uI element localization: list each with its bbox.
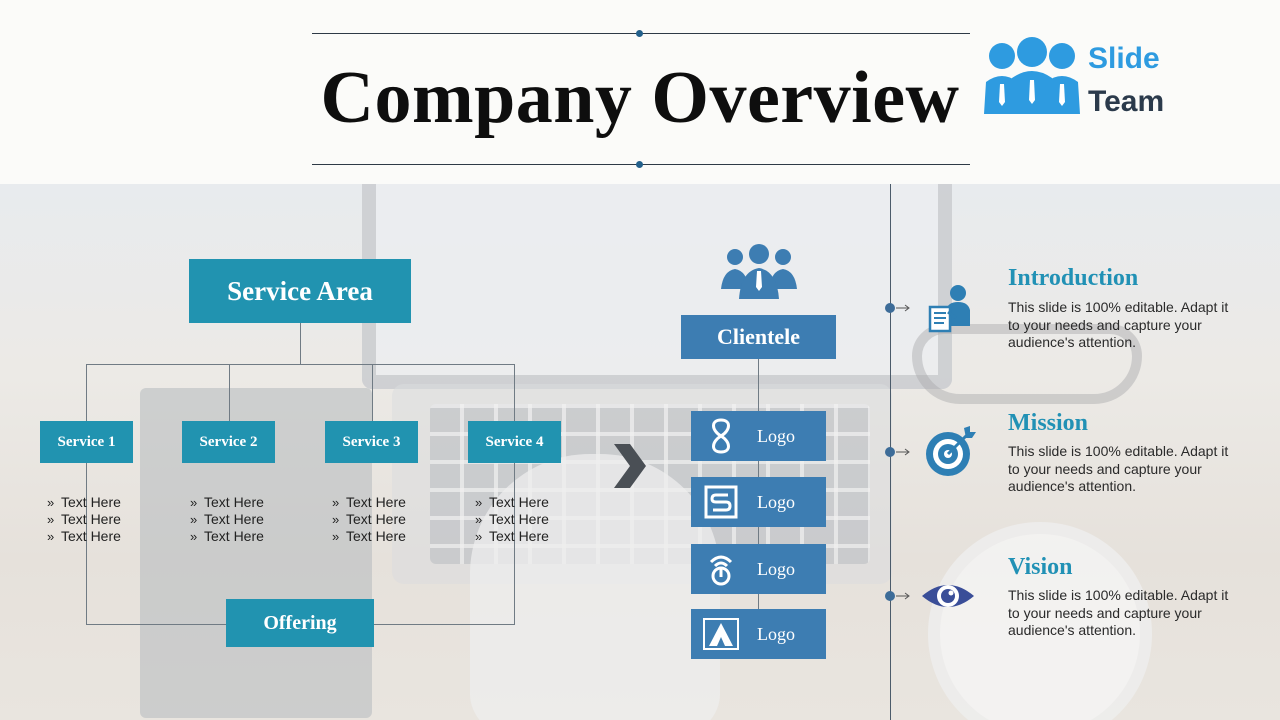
list-item: »Text Here <box>47 511 121 527</box>
list-item: »Text Here <box>475 511 549 527</box>
list-item: »Text Here <box>47 494 121 510</box>
service-1-bullets: »Text Here »Text Here »Text Here <box>44 494 121 545</box>
service-area-box[interactable]: Service Area <box>189 259 411 323</box>
list-item: »Text Here <box>332 511 406 527</box>
logo-item-1[interactable]: Logo <box>691 411 826 461</box>
title-top-rule <box>312 30 970 37</box>
s-square-icon <box>691 477 751 527</box>
people-group-icon <box>721 244 797 299</box>
service-2-box[interactable]: Service 2 <box>182 421 275 463</box>
infinity-loop-icon <box>691 411 751 461</box>
list-item: »Text Here <box>475 494 549 510</box>
a-triangle-icon <box>691 609 751 659</box>
connector <box>300 323 301 364</box>
brand-logo: Slide Team <box>984 36 1184 122</box>
service-3-box[interactable]: Service 3 <box>325 421 418 463</box>
slide-title: Company Overview <box>320 57 960 139</box>
timeline-dot <box>885 447 895 457</box>
vision-text: This slide is 100% editable. Adapt it to… <box>1008 587 1229 638</box>
clientele-heading[interactable]: Clientele <box>681 315 836 359</box>
service-2-bullets: »Text Here »Text Here »Text Here <box>187 494 264 545</box>
logo-label: Logo <box>757 425 795 446</box>
service-4-bullets: »Text Here »Text Here »Text Here <box>472 494 549 545</box>
connector <box>86 364 87 421</box>
eye-icon <box>922 585 974 607</box>
slide-header: Company Overview Slide Team <box>0 0 1280 184</box>
arrow-right-icon <box>896 304 910 312</box>
brand-name-line1: Slide <box>1088 42 1160 75</box>
list-item: »Text Here <box>332 494 406 510</box>
timeline-dot <box>885 303 895 313</box>
service-4-box[interactable]: Service 4 <box>468 421 561 463</box>
signal-power-icon <box>691 544 751 594</box>
connector <box>229 364 230 421</box>
chevron-right-icon <box>614 444 646 488</box>
list-item: »Text Here <box>190 494 264 510</box>
arrow-right-icon <box>896 448 910 456</box>
target-arrow-icon <box>926 426 976 476</box>
title-bottom-rule <box>312 161 970 168</box>
introduction-title: Introduction <box>1008 265 1139 291</box>
logo-label: Logo <box>757 558 795 579</box>
vision-title: Vision <box>1008 554 1073 580</box>
mission-text: This slide is 100% editable. Adapt it to… <box>1008 443 1229 494</box>
logo-label: Logo <box>757 491 795 512</box>
introduction-text: This slide is 100% editable. Adapt it to… <box>1008 299 1229 350</box>
list-item: »Text Here <box>332 528 406 544</box>
service-1-box[interactable]: Service 1 <box>40 421 133 463</box>
mission-title: Mission <box>1008 410 1089 436</box>
presenter-board-icon <box>928 285 970 333</box>
connector <box>372 364 373 421</box>
list-item: »Text Here <box>190 528 264 544</box>
connector <box>514 463 515 624</box>
offering-box[interactable]: Offering <box>226 599 374 647</box>
list-item: »Text Here <box>190 511 264 527</box>
list-item: »Text Here <box>47 528 121 544</box>
logo-item-3[interactable]: Logo <box>691 544 826 594</box>
arrow-right-icon <box>896 592 910 600</box>
logo-label: Logo <box>757 623 795 644</box>
service-3-bullets: »Text Here »Text Here »Text Here <box>329 494 406 545</box>
connector <box>86 624 226 625</box>
logo-item-2[interactable]: Logo <box>691 477 826 527</box>
connector <box>86 463 87 624</box>
connector <box>514 364 515 421</box>
list-item: »Text Here <box>475 528 549 544</box>
team-people-icon <box>984 37 1080 114</box>
connector <box>86 364 515 365</box>
connector <box>374 624 515 625</box>
timeline-dot <box>885 591 895 601</box>
brand-name-line2: Team <box>1088 85 1165 118</box>
logo-item-4[interactable]: Logo <box>691 609 826 659</box>
